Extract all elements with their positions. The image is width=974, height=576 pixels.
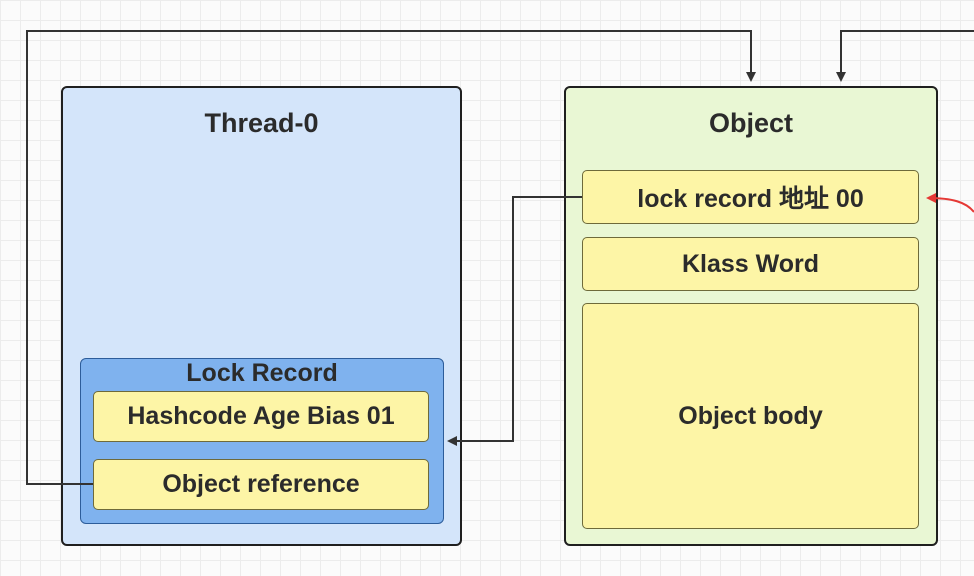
object-title: Object xyxy=(708,108,794,138)
thread-title: Thread-0 xyxy=(204,108,319,138)
lock-record-title: Lock Record xyxy=(186,359,338,387)
incoming-object-arrow xyxy=(836,30,974,82)
mark-word-cell: lock record 地址 00 xyxy=(582,170,919,224)
object-reference-cell: Object reference xyxy=(93,459,429,510)
klass-word-cell: Klass Word xyxy=(582,237,919,291)
hashcode-cell: Hashcode Age Bias 01 xyxy=(93,391,429,442)
lock-record-address-arrow xyxy=(447,196,582,446)
object-body-cell: Object body xyxy=(582,303,919,529)
